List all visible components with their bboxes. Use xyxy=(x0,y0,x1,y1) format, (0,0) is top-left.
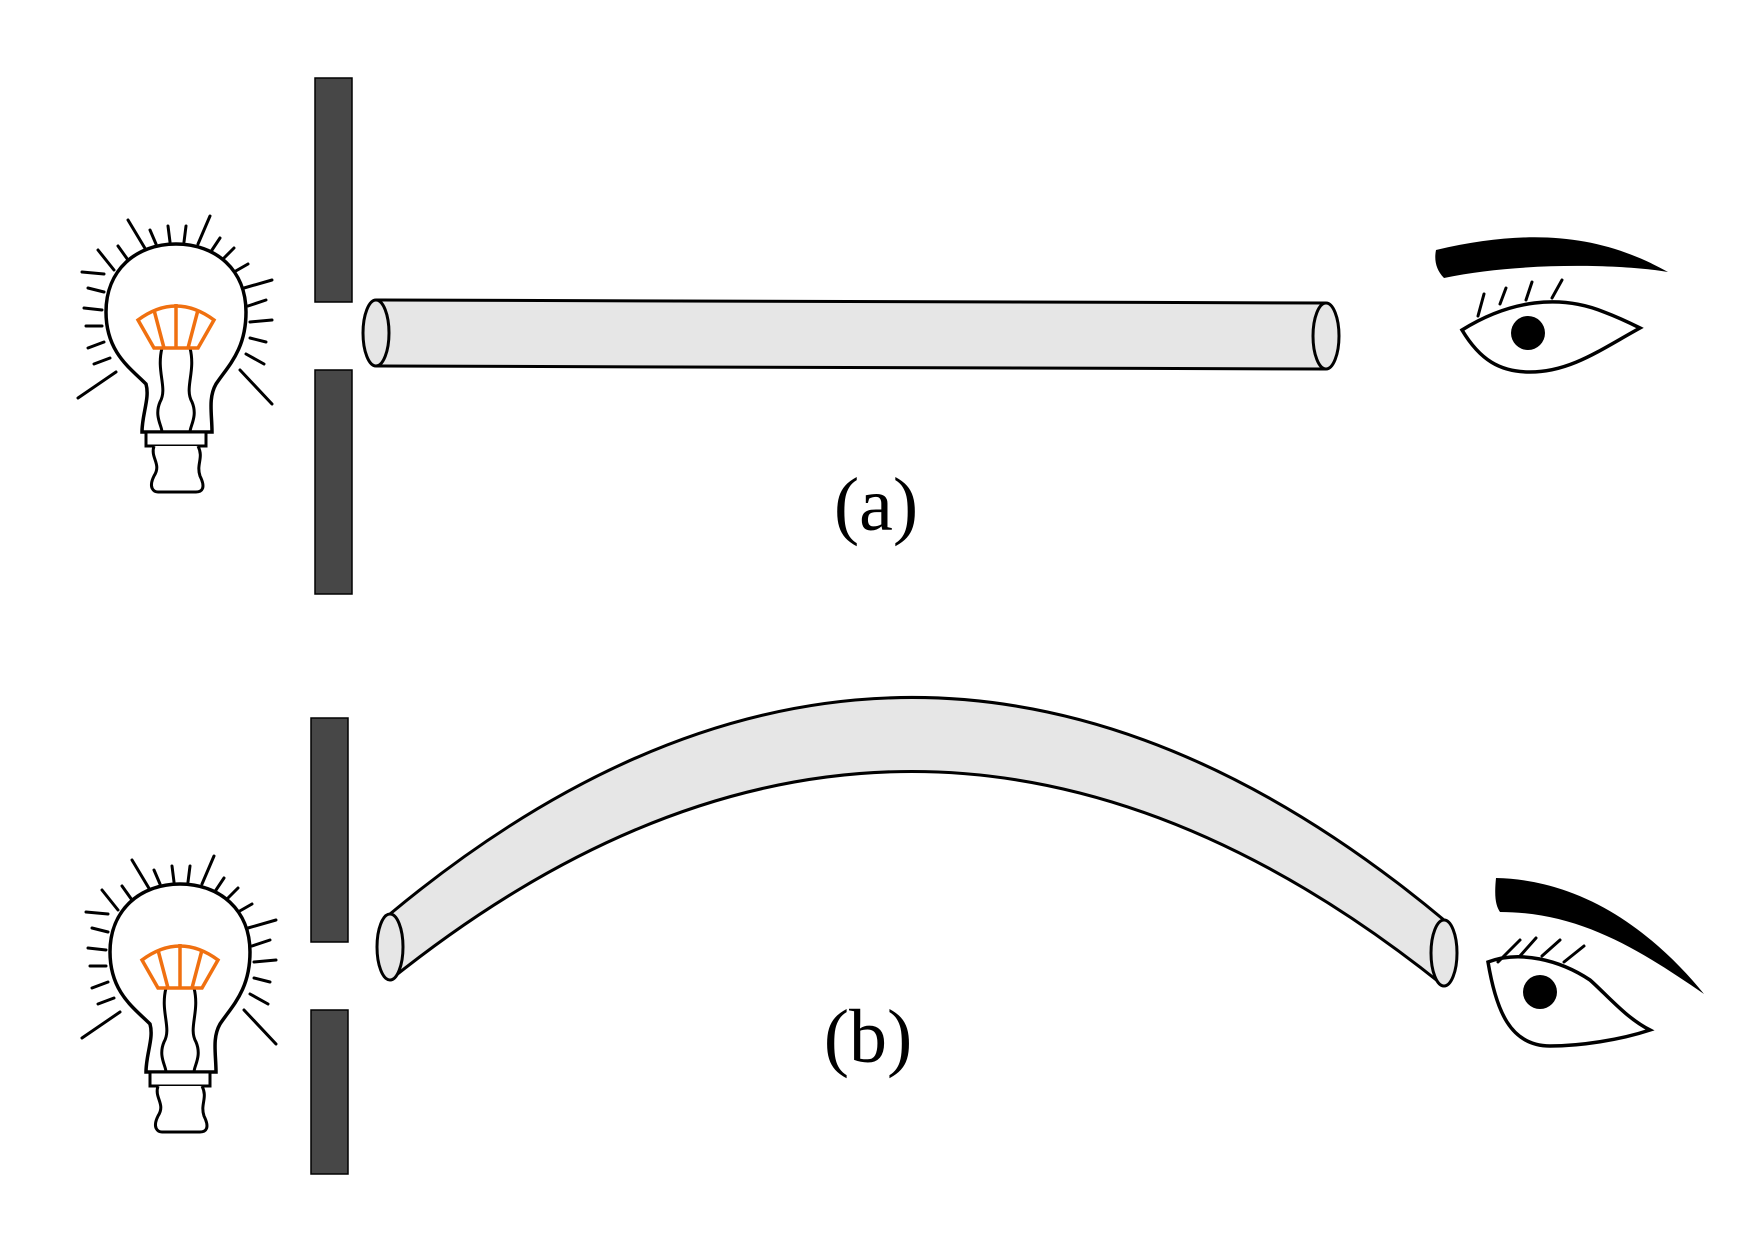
light-bulb-icon xyxy=(80,854,278,1134)
panel-a: (a) xyxy=(76,77,1668,595)
wall-lower xyxy=(310,1009,349,1175)
wall-lower xyxy=(314,369,353,595)
eye-icon xyxy=(1435,237,1668,374)
wall-upper xyxy=(310,717,349,943)
straight-tube xyxy=(361,298,1341,371)
light-bulb-icon xyxy=(76,214,274,494)
panel-label-b: (b) xyxy=(824,995,913,1079)
wall-upper xyxy=(314,77,353,303)
curved-tube xyxy=(375,696,1459,988)
panel-b: (b) xyxy=(80,696,1704,1175)
panel-label-a: (a) xyxy=(834,463,918,547)
eye-icon xyxy=(1486,878,1704,1048)
